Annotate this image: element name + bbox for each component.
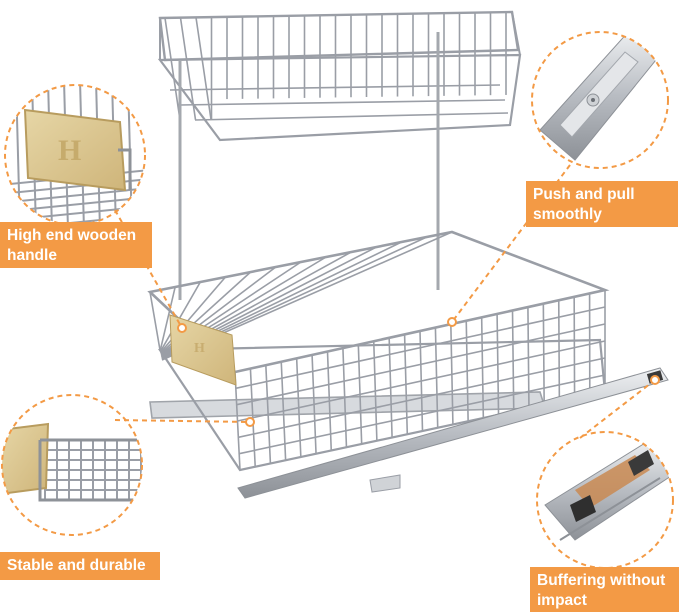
main-wooden-handle: H: [169, 314, 237, 386]
callout-push-pull: Push and pull smoothly: [526, 181, 678, 227]
svg-text:H: H: [194, 341, 205, 356]
callout-stable: Stable and durable: [0, 552, 160, 580]
svg-text:H: H: [58, 134, 81, 167]
zoom-slide-rail: [531, 31, 669, 169]
callout-buffering: Buffering without impact: [530, 567, 679, 612]
support-posts: [178, 32, 440, 300]
callout-dots: [177, 317, 660, 427]
callout-wooden-handle: High end wooden handle: [0, 222, 152, 268]
zoom-wooden-handle: H: [4, 84, 146, 226]
zoom-stable-frame: [1, 394, 143, 536]
upper-basket: [157, 10, 522, 142]
zoom-buffer-damper: [536, 431, 674, 569]
